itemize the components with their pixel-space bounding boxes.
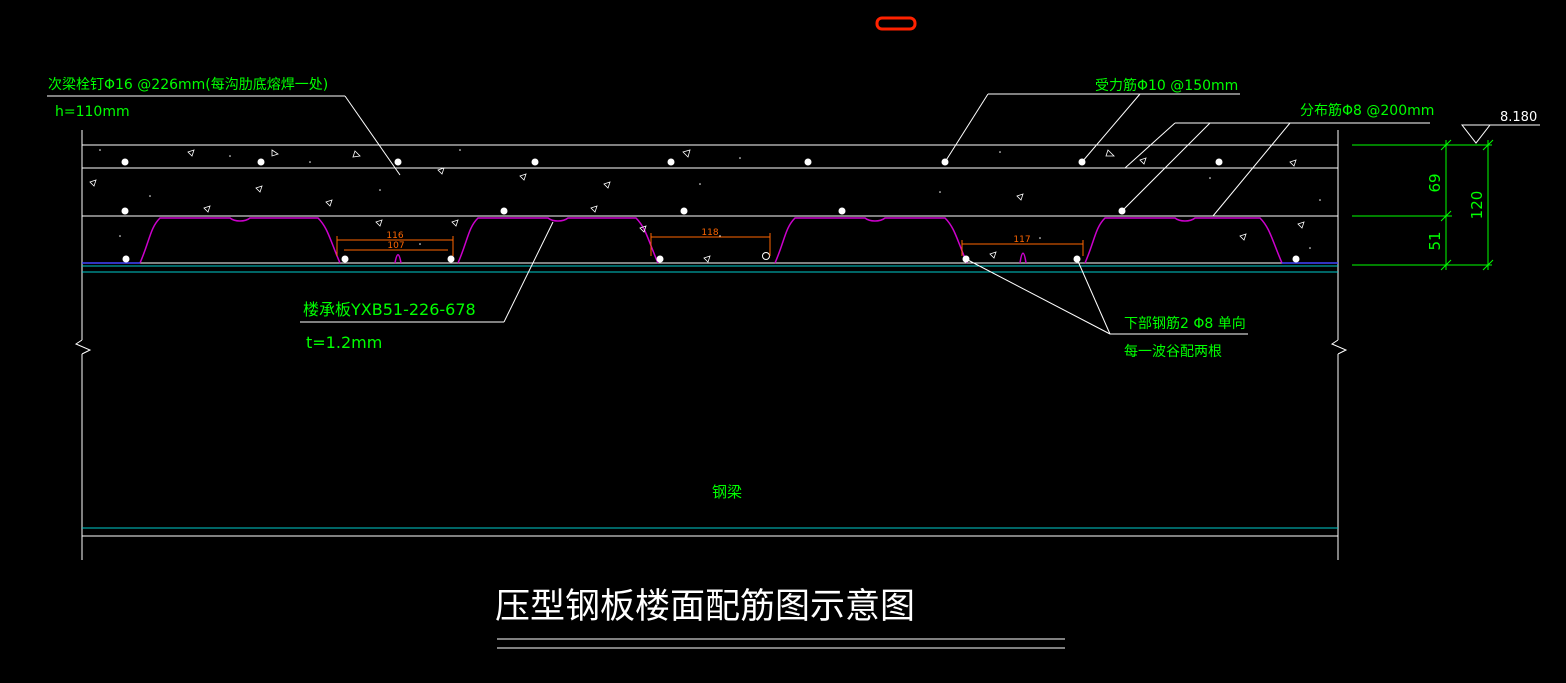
label-slab-height: h=110mm (55, 104, 130, 120)
label-deck-thickness: t=1.2mm (306, 333, 382, 352)
top-rebar-row (121, 158, 1223, 166)
concrete-specks (99, 149, 1321, 249)
slab-outline (74, 130, 1348, 560)
drawing-title: 压型钢板楼面配筋图示意图 (495, 587, 915, 627)
label-bottom-bar: 下部钢筋2 Φ8 单向 (1124, 315, 1246, 332)
trough-dimensions (336, 233, 1084, 256)
dim-total: 120 (1468, 191, 1486, 220)
dim-trough-1-top: 116 (386, 231, 403, 241)
deck-profile (82, 217, 1338, 264)
label-stud: 次梁栓钉Φ16 @226mm(每沟肋底熔焊一处) (48, 77, 328, 93)
label-main-bar: 受力筋Φ10 @150mm (1095, 77, 1238, 94)
selection-marker[interactable] (875, 16, 917, 31)
label-distribution-bar: 分布筋Φ8 @200mm (1300, 102, 1434, 119)
steel-beam-lines (82, 527, 1338, 537)
title-underline (497, 638, 1065, 649)
dim-trough-1-bottom: 107 (387, 241, 404, 251)
dim-trough-3: 117 (1013, 235, 1030, 245)
vertical-dimension-chain (1352, 139, 1494, 271)
leader-lines (47, 93, 1430, 335)
dim-upper: 69 (1426, 173, 1444, 192)
elevation-symbol (1460, 124, 1540, 144)
concrete-hatch (89, 149, 1305, 263)
label-steel-beam: 钢梁 (712, 483, 742, 501)
distribution-rebar-row (121, 207, 1126, 215)
bottom-rebar-row (122, 252, 1300, 263)
label-bottom-bar-note: 每一波谷配两根 (1124, 344, 1222, 360)
deck-base-lines (82, 265, 1338, 273)
dim-lower: 51 (1426, 231, 1444, 250)
elevation-value: 8.180 (1500, 110, 1537, 125)
dim-trough-2: 118 (701, 228, 718, 238)
label-deck: 楼承板YXB51-226-678 (303, 300, 476, 319)
